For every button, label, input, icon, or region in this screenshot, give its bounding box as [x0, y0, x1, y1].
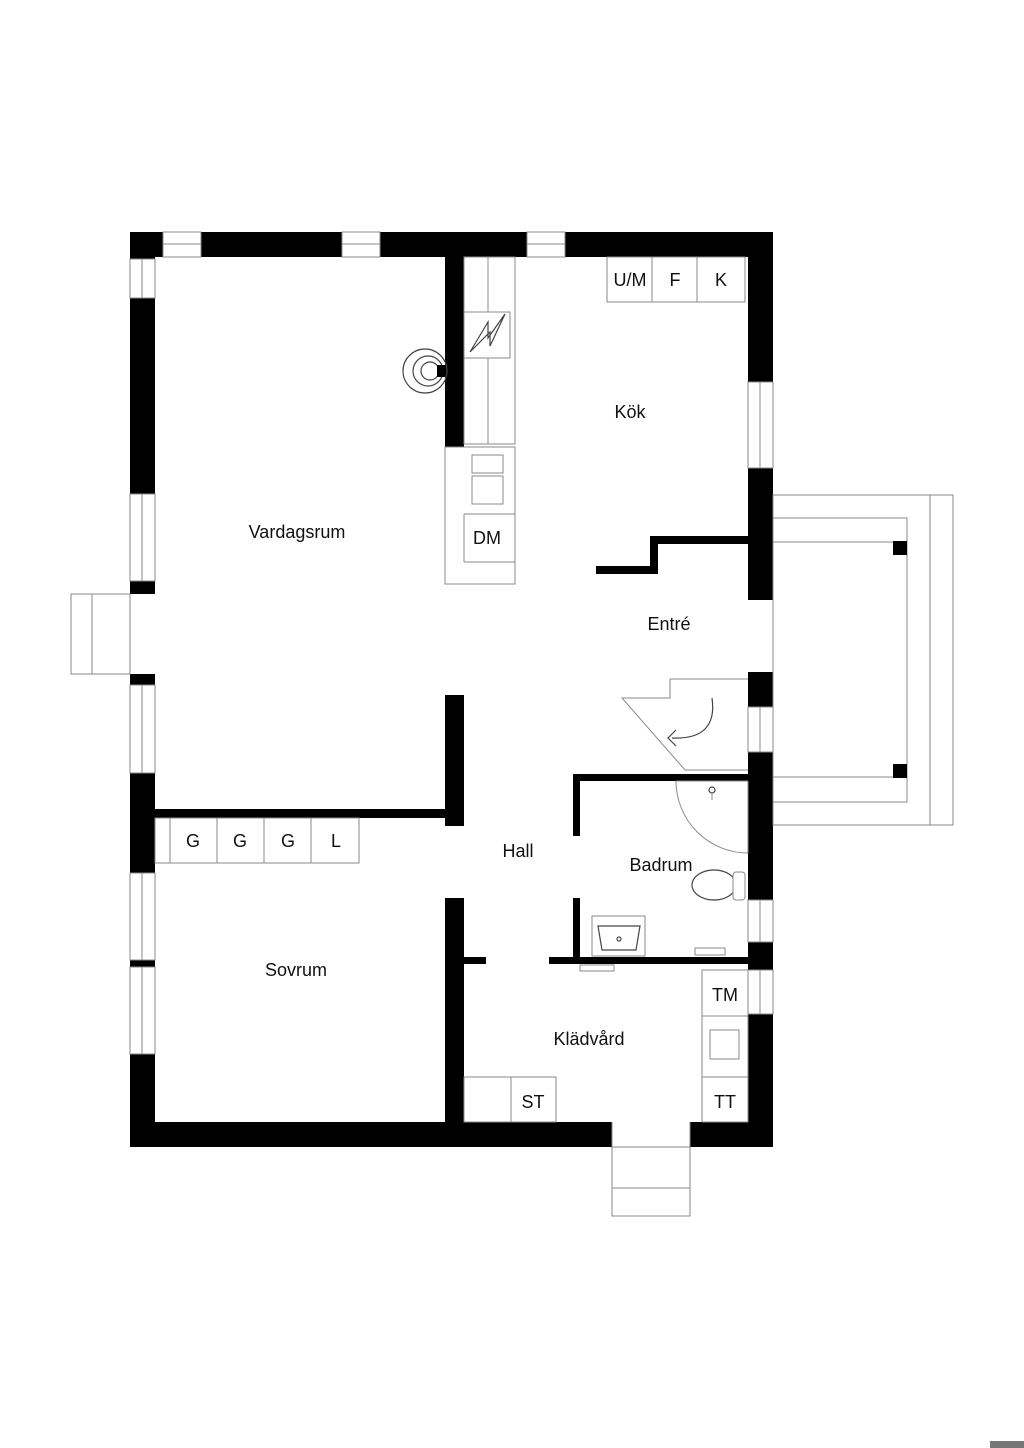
fixture-label-k: K	[715, 270, 727, 290]
kitchen-appliances	[606, 256, 746, 303]
fireplace-icon	[402, 348, 448, 394]
interior-walls	[155, 257, 748, 1122]
fixture-label-tm: TM	[712, 985, 738, 1005]
room-label-kok: Kök	[614, 402, 646, 422]
fixture-label-f: F	[670, 270, 681, 290]
rear-steps	[611, 1122, 691, 1217]
fixture-label-g1: G	[186, 831, 200, 851]
wardrobes	[154, 817, 360, 864]
windows	[129, 231, 774, 1055]
room-label-hall: Hall	[502, 841, 533, 861]
corner-marker	[990, 1441, 1024, 1448]
room-label-entre: Entré	[647, 614, 690, 634]
bathroom-fixtures	[579, 780, 749, 972]
room-label-vardagsrum: Vardagsrum	[249, 522, 346, 542]
room-label-sovrum: Sovrum	[265, 960, 327, 980]
fixture-label-dm: DM	[473, 528, 501, 548]
side-steps	[70, 593, 131, 675]
laundry-fixtures	[463, 969, 749, 1123]
room-label-kladvard: Klädvård	[553, 1029, 624, 1049]
fixture-label-st: ST	[521, 1092, 544, 1112]
fixture-label-l: L	[331, 831, 341, 851]
porch	[772, 494, 954, 826]
fixture-label-g3: G	[281, 831, 295, 851]
fixture-label-g2: G	[233, 831, 247, 851]
fixture-label-um: U/M	[614, 270, 647, 290]
room-label-badrum: Badrum	[629, 855, 692, 875]
kitchen-counter	[444, 256, 516, 585]
entry-door-icon	[620, 678, 748, 771]
fixture-label-tt: TT	[714, 1092, 736, 1112]
exterior-walls	[130, 232, 780, 1147]
